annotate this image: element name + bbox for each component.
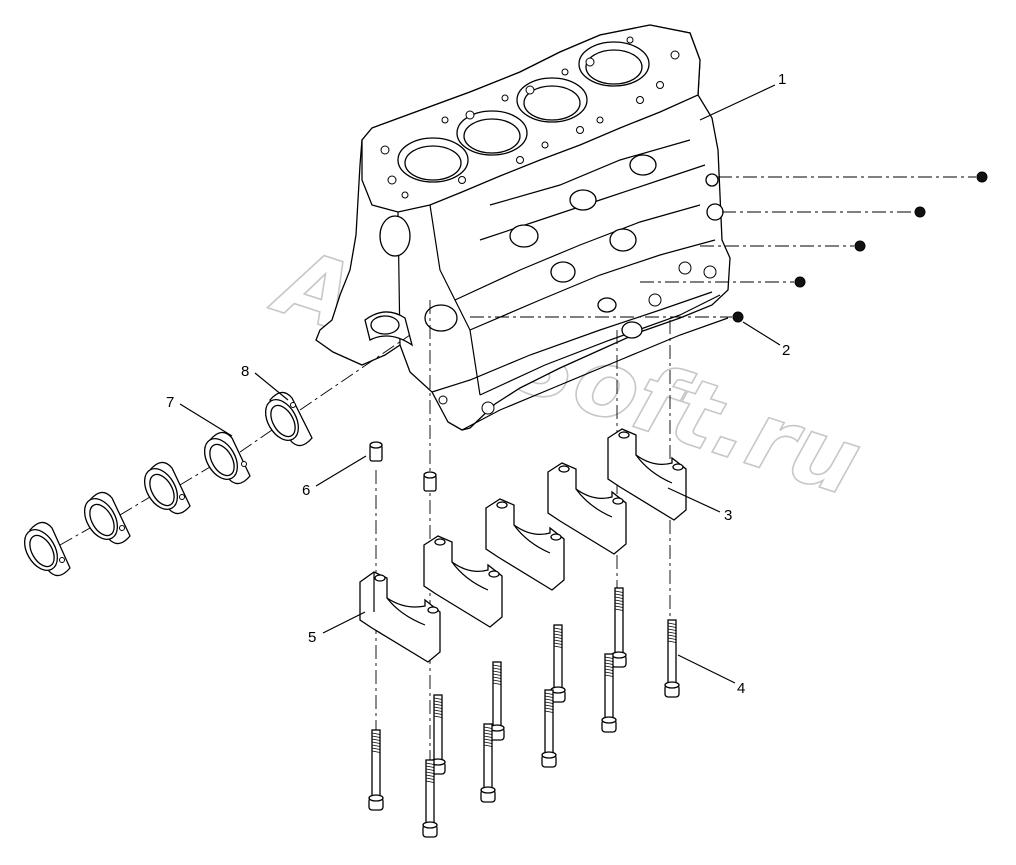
main-bearing-cap [607, 428, 687, 521]
expansion-plug [976, 171, 988, 183]
expansion-plug [732, 311, 744, 323]
cap-bolt [601, 653, 617, 733]
expansion-plug [794, 276, 806, 288]
cap-bolt [611, 587, 627, 668]
callout-7: 7 [166, 394, 174, 411]
expansion-plugs [470, 171, 988, 323]
camshaft-bushings [23, 334, 411, 577]
callout-1: 1 [778, 71, 786, 88]
cap-bolt [422, 759, 438, 838]
main-bearing-cap [485, 498, 565, 591]
callout-4: 4 [737, 680, 745, 697]
cap-bolts [368, 587, 680, 838]
camshaft-bushing [83, 491, 131, 545]
main-bearing-cap [547, 462, 627, 555]
camshaft-bushing [264, 391, 313, 447]
main-bearing-cap [359, 571, 441, 663]
cap-bolt [480, 723, 496, 803]
callout-3: 3 [724, 507, 732, 524]
cap-bolt [489, 661, 505, 741]
cap-bolt [368, 729, 384, 811]
main-bearing-cap [423, 535, 503, 628]
camshaft-bushing [143, 461, 191, 515]
callout-labels: 1 2 3 4 5 6 7 8 [166, 71, 790, 697]
main-bearing-caps [359, 428, 687, 663]
camshaft-bushing [23, 521, 71, 577]
callout-8: 8 [241, 363, 249, 380]
camshaft-bushing [203, 431, 251, 485]
dowel-pins [369, 441, 437, 492]
callout-2: 2 [782, 342, 790, 359]
dowel-pin [423, 471, 437, 492]
callout-leaders [179, 84, 781, 684]
cylinder-block [315, 24, 731, 431]
cap-bolt [664, 619, 680, 698]
dowel-pin [369, 441, 383, 462]
callout-5: 5 [308, 629, 316, 646]
callout-6: 6 [302, 482, 310, 499]
cap-bolt [550, 624, 566, 703]
expansion-plug [914, 206, 926, 218]
expansion-plug [854, 240, 866, 252]
cap-bolt [541, 689, 557, 768]
